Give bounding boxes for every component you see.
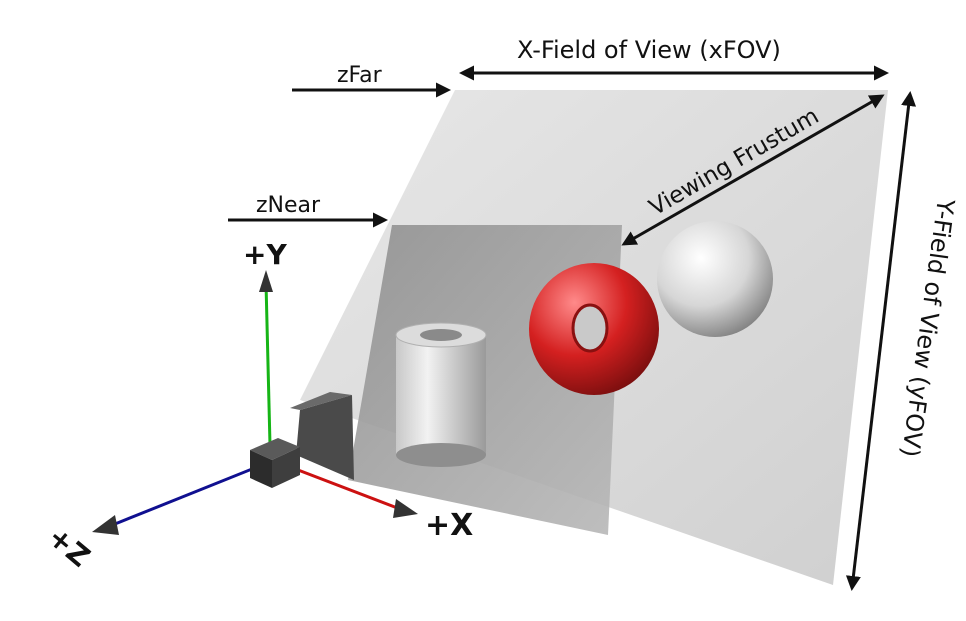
cylinder-object — [395, 322, 487, 467]
yfov-label: Y-Field of View (yFOV) — [896, 196, 960, 459]
camera-frustum-side — [290, 392, 352, 410]
z-axis-label: +Z — [42, 520, 97, 573]
y-axis-line — [264, 282, 272, 446]
camera-frustum-tip — [296, 395, 354, 480]
x-axis-line — [284, 463, 401, 511]
zfar-label: zFar — [337, 63, 383, 88]
sphere-object — [657, 221, 773, 337]
z-axis-arrowhead — [92, 515, 119, 535]
camera-cube — [250, 438, 300, 488]
y-axis-label: +Y — [243, 238, 287, 271]
znear-label: zNear — [256, 193, 321, 218]
frustum-arrow — [621, 94, 885, 246]
xfov-label: X-Field of View (xFOV) — [517, 36, 781, 64]
x-axis-label: +X — [425, 508, 473, 543]
y-axis-arrowhead — [259, 270, 273, 292]
torus-object — [529, 263, 659, 395]
yfov-arrow — [845, 91, 917, 591]
z-axis-line — [109, 463, 263, 528]
x-axis-arrowhead — [393, 499, 418, 518]
